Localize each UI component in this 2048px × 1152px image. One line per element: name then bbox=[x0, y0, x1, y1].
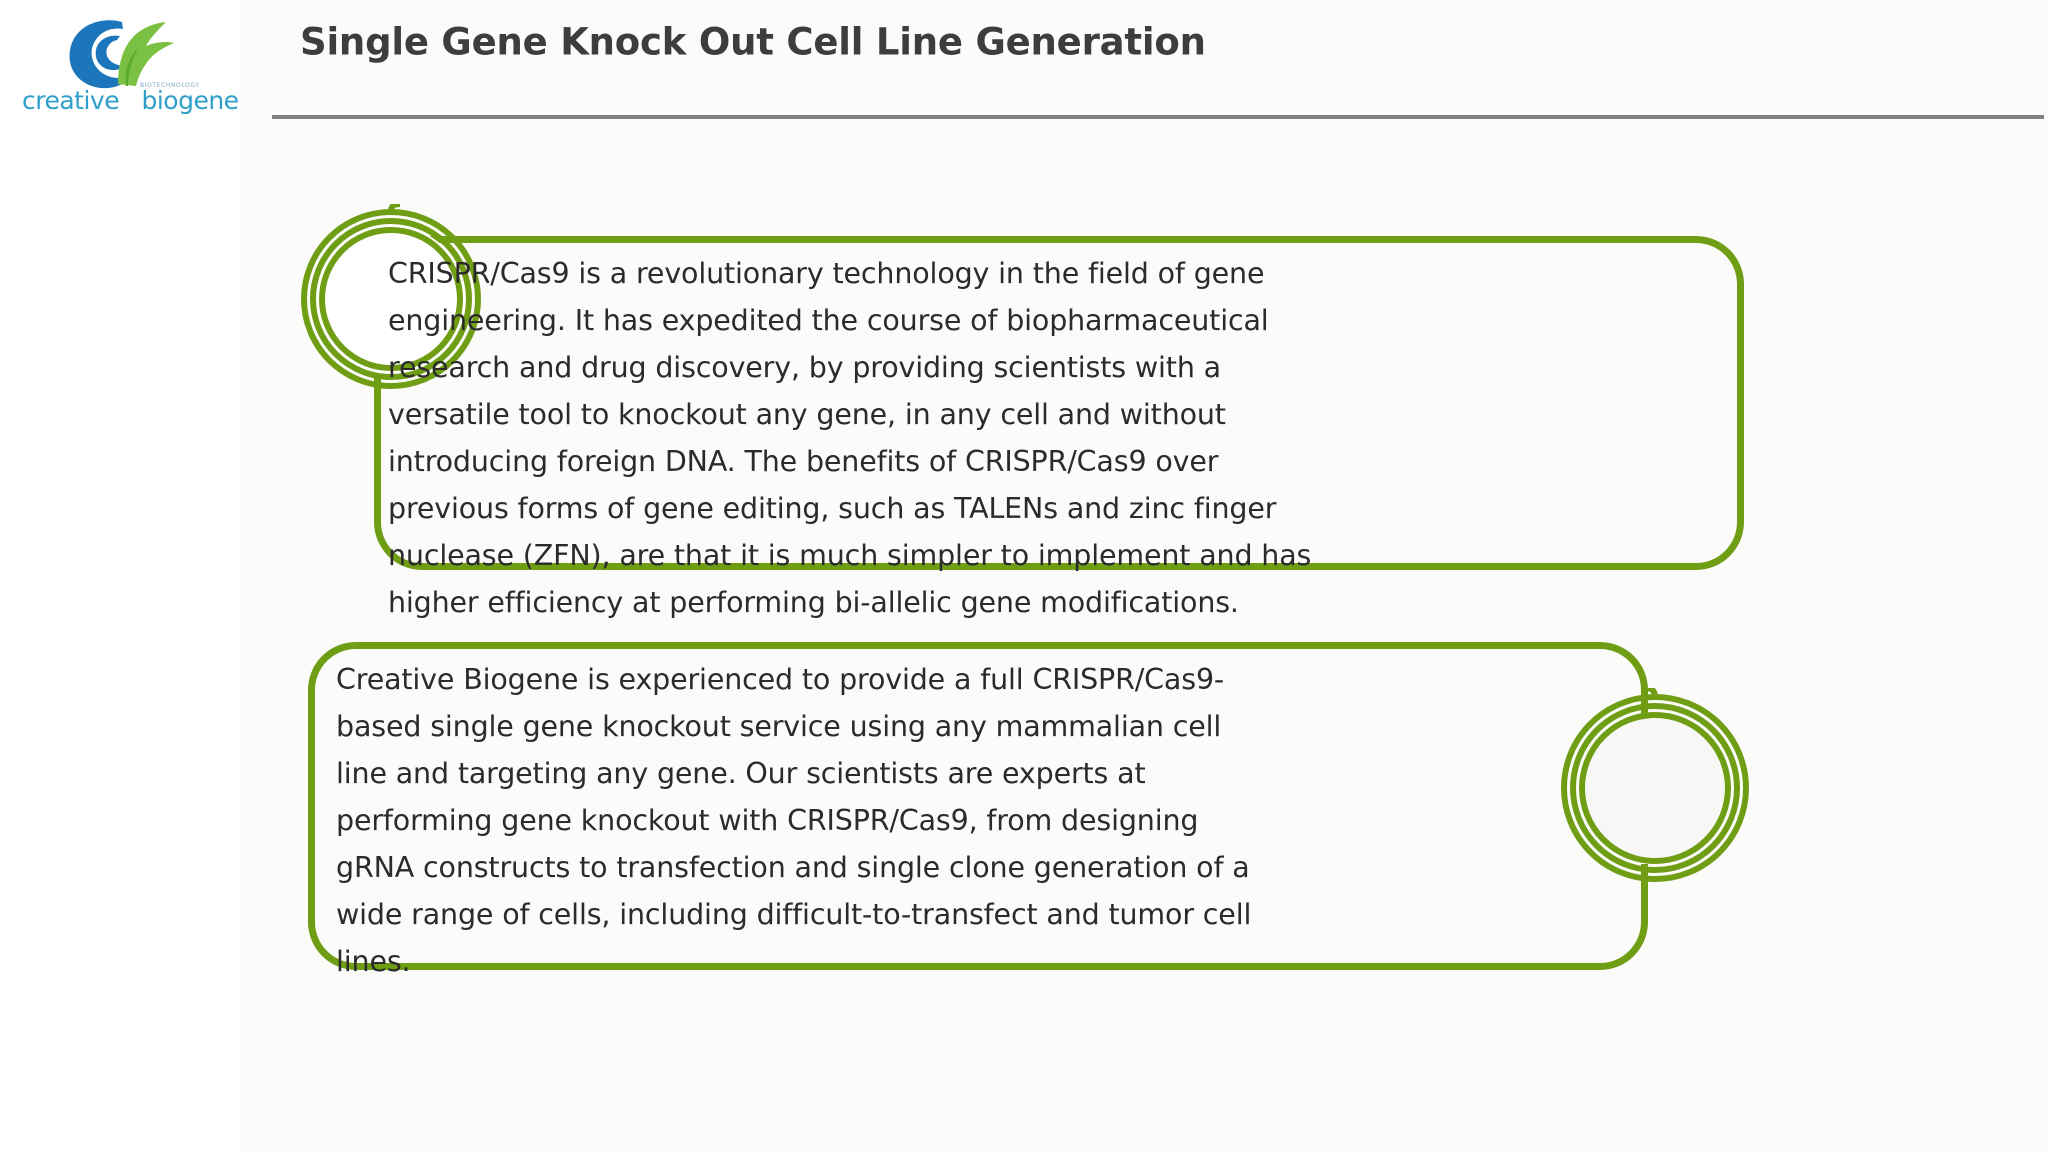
page-title: Single Gene Knock Out Cell Line Generati… bbox=[300, 20, 1206, 64]
logo-tagline: BIOTECHNOLOGY bbox=[140, 82, 200, 89]
callout-1-ring-icon bbox=[296, 204, 486, 394]
callout-1-text: CRISPR/Cas9 is a revolutionary technolog… bbox=[388, 257, 1312, 619]
callout-2-ring-icon bbox=[1555, 688, 1755, 888]
content-panel bbox=[240, 0, 2048, 1152]
logo-wordmark-space bbox=[127, 86, 134, 115]
logo-wordmark-biogene: biogene bbox=[141, 86, 239, 115]
logo-wordmark: creative biogene bbox=[22, 86, 239, 115]
callout-box-1 bbox=[374, 236, 1744, 570]
title-divider bbox=[272, 115, 2044, 119]
creative-biogene-cg-mark-icon bbox=[60, 14, 178, 92]
logo-wordmark-creative: creative bbox=[22, 86, 120, 115]
callout-2-text: Creative Biogene is experienced to provi… bbox=[336, 663, 1252, 978]
company-logo[interactable]: BIOTECHNOLOGY creative biogene bbox=[22, 8, 239, 128]
